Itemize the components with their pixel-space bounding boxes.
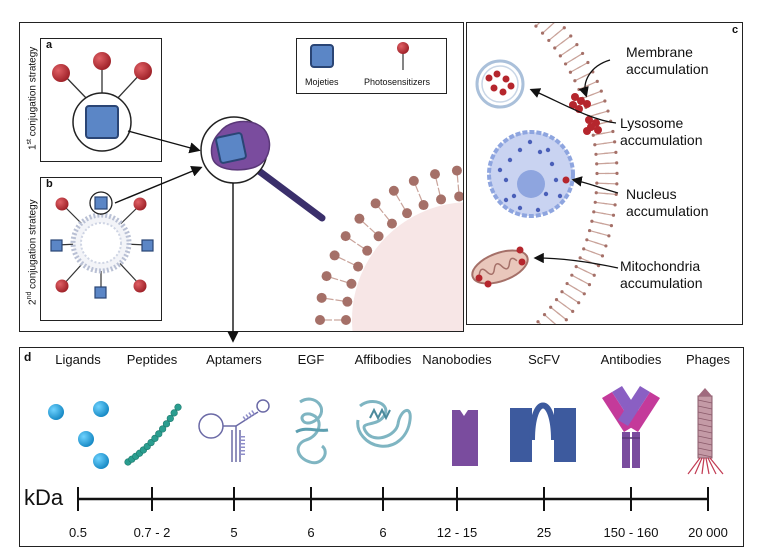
kda-value-label: 0.5 [68, 525, 88, 540]
kda-value-label: 12 - 15 [436, 525, 478, 540]
category-label-phages: Phages [685, 352, 731, 367]
legend-photosensitizer-icon [397, 42, 409, 54]
kda-value-label: 150 - 160 [603, 525, 659, 540]
legend-moieties-label: Mojeties [305, 77, 339, 87]
antibodies-icon [602, 386, 660, 468]
category-label-affibodies: Affibodies [354, 352, 412, 367]
kda-value-label: 5 [230, 525, 238, 540]
category-label-antibodies: Antibodies [600, 352, 662, 367]
kda-unit-label: kDa [24, 485, 64, 510]
kda-value-label: 6 [307, 525, 315, 540]
legend-photosensitizers-label: Photosensitizers [364, 77, 431, 87]
category-label-peptides: Peptides [126, 352, 178, 367]
cell-membrane-main [315, 165, 463, 331]
panel-c-letter: c [732, 24, 739, 36]
category-label-egf: EGF [297, 352, 325, 367]
kda-value-label: 25 [536, 525, 552, 540]
kda-value-label: 6 [379, 525, 387, 540]
peptides-icon [124, 403, 182, 466]
aptamers-icon [198, 399, 270, 462]
panel-b-letter: b [46, 178, 53, 190]
linker-stalk [251, 164, 326, 222]
kda-scale-axis [77, 487, 709, 511]
panel-d-letter: d [24, 350, 32, 364]
egf-icon [295, 397, 329, 465]
moiety-square-main [215, 132, 247, 164]
first-strategy-label: 1st conjugation strategy [26, 46, 39, 150]
mitochondria [471, 249, 529, 285]
scfv-icon [510, 402, 576, 462]
affibodies-icon [356, 400, 412, 448]
phages-icon [687, 388, 724, 475]
panel-a-letter: a [46, 39, 53, 51]
category-label-aptamers: Aptamers [206, 352, 262, 367]
photosensitizer-ball [52, 64, 70, 82]
ligands-icon [48, 401, 109, 469]
category-label-ligands: Ligands [55, 352, 101, 367]
legend-moiety-icon [310, 44, 334, 68]
category-label-scfv: ScFV [528, 352, 560, 367]
category-label-nanobodies: Nanobodies [422, 352, 492, 367]
panel-a-drawing [52, 52, 152, 152]
membrane-ps-cluster [569, 93, 602, 135]
panel-b-drawing [50, 191, 154, 299]
kda-value-label: 20 000 [688, 525, 728, 540]
nanobodies-icon [452, 410, 478, 466]
moiety-square-a [85, 105, 119, 139]
kda-value-label: 0.7 - 2 [133, 525, 171, 540]
second-strategy-label: 2nd conjugation strategy [26, 199, 39, 305]
